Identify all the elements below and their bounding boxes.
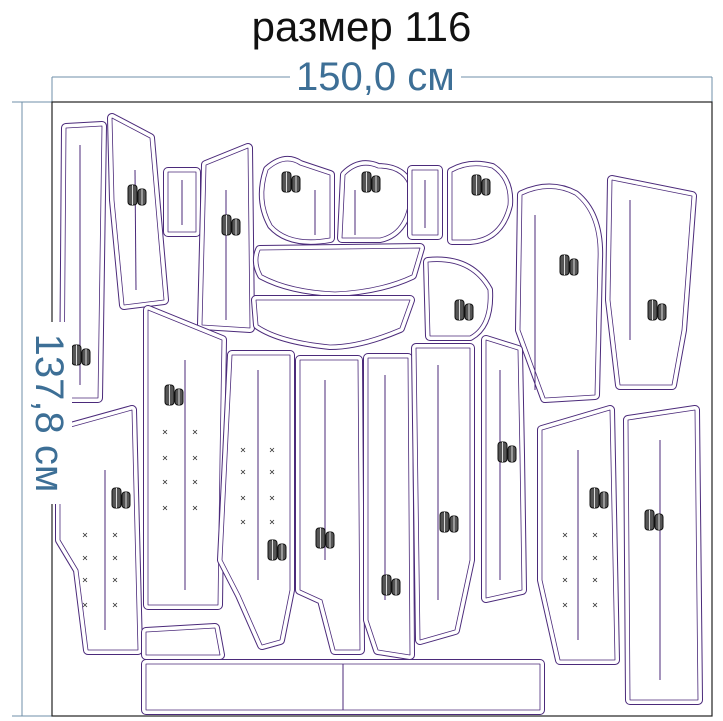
pattern-piece (415, 347, 471, 641)
button-mark (192, 429, 198, 435)
garment-thumbnail-icon (471, 174, 491, 196)
pattern-piece (63, 125, 103, 399)
button-mark (240, 495, 246, 501)
pattern-piece (201, 147, 251, 329)
garment-thumbnail-icon (381, 574, 401, 596)
button-mark (162, 505, 168, 511)
garment-thumbnail-icon (497, 441, 517, 463)
garment-thumbnail-icon (71, 344, 91, 366)
garment-thumbnail-icon (454, 299, 474, 321)
button-mark (82, 602, 88, 608)
button-mark (112, 555, 118, 561)
garment-thumbnail-icon (281, 171, 301, 193)
garment-thumbnail-icon (267, 539, 287, 561)
pattern-piece (111, 117, 165, 306)
button-mark (82, 555, 88, 561)
pattern-pieces (55, 113, 703, 715)
button-mark (240, 447, 246, 453)
button-mark (562, 577, 568, 583)
pattern-piece (145, 663, 541, 711)
button-mark (162, 429, 168, 435)
pattern-piece (541, 409, 616, 661)
button-mark (192, 479, 198, 485)
width-dimension: 150,0 см (290, 54, 461, 100)
garment-thumbnail-icon (559, 254, 579, 276)
height-dimension: 137,8 см (26, 322, 72, 504)
button-mark (112, 602, 118, 608)
garment-thumbnail-icon (315, 527, 335, 549)
size-title: размер 116 (251, 3, 472, 50)
button-mark (82, 577, 88, 583)
button-mark (112, 532, 118, 538)
pattern-piece (257, 247, 421, 293)
button-mark (592, 532, 598, 538)
pattern-piece (59, 409, 139, 651)
pattern-piece (411, 169, 439, 236)
pattern-piece (627, 409, 699, 701)
button-mark (162, 455, 168, 461)
pattern-piece (341, 164, 411, 239)
pattern-piece (516, 184, 603, 402)
button-mark (240, 519, 246, 525)
pattern-piece (427, 261, 489, 337)
pattern-piece (221, 354, 291, 646)
button-mark (592, 602, 598, 608)
pattern-piece (519, 188, 599, 399)
button-mark (162, 479, 168, 485)
button-mark (240, 469, 246, 475)
button-mark (592, 555, 598, 561)
garment-thumbnail-icon (644, 509, 664, 531)
pattern-piece (167, 171, 197, 233)
pattern-piece (142, 624, 224, 659)
pattern-piece (482, 336, 526, 602)
pattern-piece (367, 357, 411, 656)
pattern-piece (263, 160, 331, 241)
button-mark (269, 519, 275, 525)
button-mark (192, 455, 198, 461)
garment-thumbnail-icon (127, 184, 147, 206)
pattern-piece (451, 165, 509, 241)
pattern-piece (145, 627, 221, 656)
button-mark (562, 602, 568, 608)
garment-thumbnail-icon (111, 487, 131, 509)
pattern-piece (609, 179, 693, 386)
button-mark (562, 532, 568, 538)
button-mark (192, 505, 198, 511)
garment-thumbnail-icon (439, 511, 459, 533)
pattern-piece (485, 339, 523, 599)
button-mark (112, 577, 118, 583)
garment-thumbnail-icon (164, 384, 184, 406)
button-mark (269, 447, 275, 453)
button-mark (82, 532, 88, 538)
pattern-piece (299, 359, 361, 651)
button-mark (269, 469, 275, 475)
pattern-piece (255, 299, 411, 346)
pattern-piece (624, 406, 702, 704)
pattern-piece (364, 354, 414, 659)
pattern-piece (606, 176, 696, 389)
button-mark (592, 577, 598, 583)
garment-thumbnail-icon (589, 487, 609, 509)
garment-thumbnail-icon (361, 171, 381, 193)
pattern-piece (259, 157, 334, 244)
pattern-piece (253, 244, 424, 296)
garment-thumbnail-icon (647, 299, 667, 321)
pattern-piece (424, 257, 493, 340)
garment-thumbnail-icon (221, 214, 241, 236)
button-mark (562, 555, 568, 561)
button-mark (269, 495, 275, 501)
